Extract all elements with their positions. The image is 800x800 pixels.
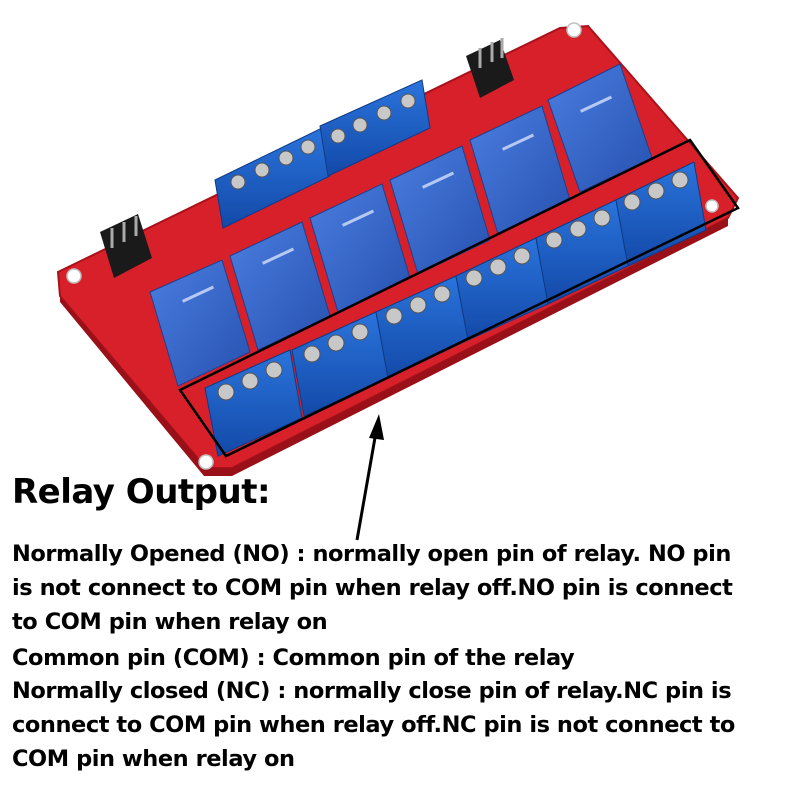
caption-line-1: Normally Opened (NO) : normally open pin… [12, 541, 731, 567]
caption-line-4: Common pin (COM) : Common pin of the rel… [12, 645, 575, 671]
input-terminal-blocks [214, 79, 431, 229]
caption-line-2: is not connect to COM pin when relay off… [12, 575, 733, 601]
relay-1 [149, 259, 251, 387]
output-terminal-6 [615, 161, 707, 267]
output-terminal-blocks [204, 161, 707, 457]
caption-line-5: Normally closed (NC) : normally close pi… [12, 678, 732, 704]
relay-output-heading: Relay Output: [12, 472, 271, 512]
relay-4 [389, 145, 491, 275]
header-pins-right [466, 38, 514, 98]
pointer-arrow [355, 414, 384, 541]
caption-line-7: COM pin when relay on [12, 746, 295, 772]
relay-markings [182, 95, 613, 303]
caption-line-6: connect to COM pin when relay off.NC pin… [12, 712, 735, 738]
relays [149, 63, 653, 387]
caption-line-3: to COM pin when relay on [12, 609, 328, 635]
mounting-holes [66, 22, 719, 470]
output-highlight-box [178, 138, 740, 458]
header-pins-left [100, 214, 152, 278]
